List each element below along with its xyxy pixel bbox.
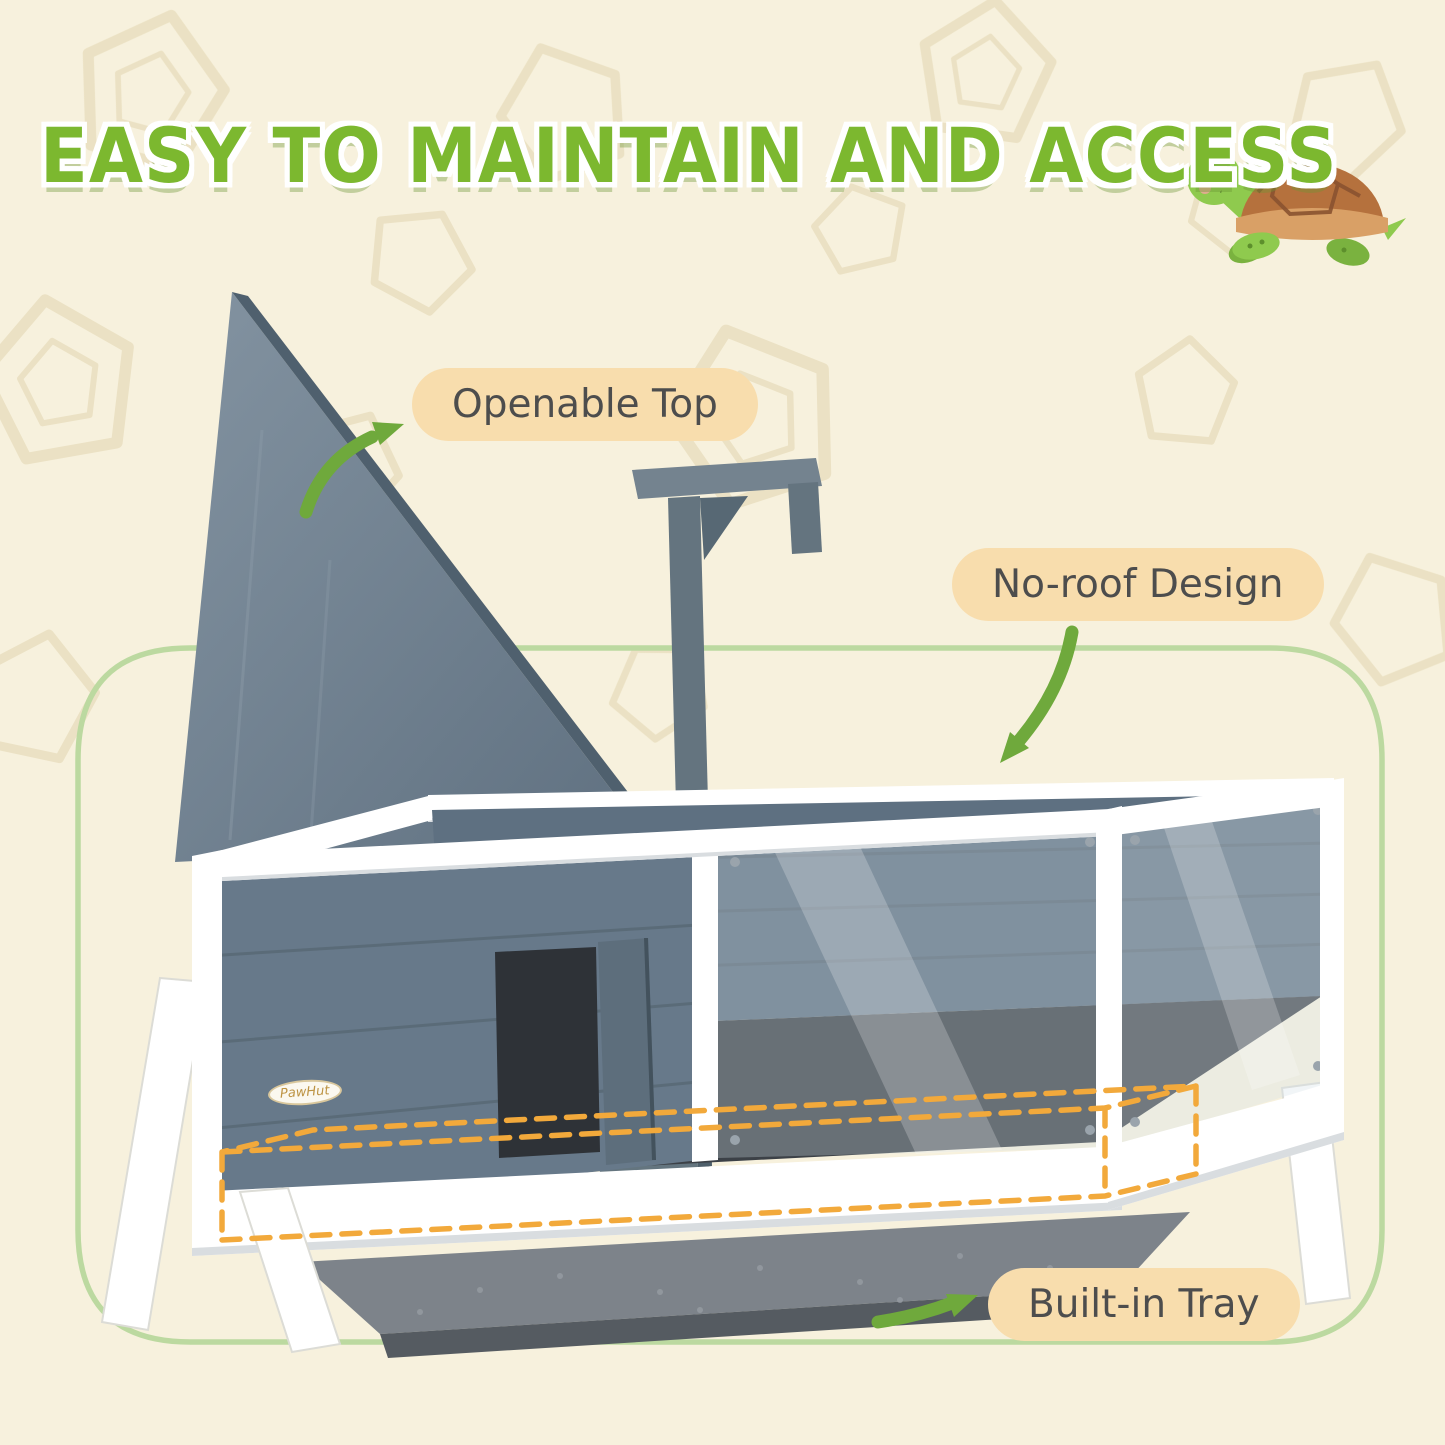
- white-frame: [192, 778, 1344, 1256]
- basking-lamp-bracket: [632, 458, 822, 805]
- openable-lid: [175, 292, 660, 862]
- callout-arrows: [299, 430, 1079, 1329]
- turtle-mascot-icon: [1187, 151, 1406, 266]
- hide-door-opening: [495, 947, 600, 1158]
- arrow-openable-top: [299, 430, 379, 519]
- left-back-leg: [100, 976, 208, 1332]
- hide-door-panel: [598, 938, 656, 1165]
- page-title: EASY TO MAINTAIN AND ACCESS: [40, 112, 1338, 201]
- hide-shelter: [205, 846, 700, 1215]
- callout-built-in-tray: Built-in Tray: [988, 1268, 1300, 1341]
- feature-outline-blob: [75, 645, 1385, 1345]
- callout-no-roof: No-roof Design: [952, 548, 1324, 621]
- arrow-no-roof: [1011, 625, 1079, 749]
- arrow-built-in-tray: [871, 1296, 959, 1329]
- front-acrylic-panel: [718, 824, 1108, 1158]
- dashed-tray-outline: [219, 1083, 1199, 1243]
- callout-openable-top: Openable Top: [412, 368, 758, 441]
- callout-arrowheads: [372, 422, 1029, 1317]
- frame-divider: [692, 842, 718, 1162]
- left-front-leg: [238, 1186, 342, 1354]
